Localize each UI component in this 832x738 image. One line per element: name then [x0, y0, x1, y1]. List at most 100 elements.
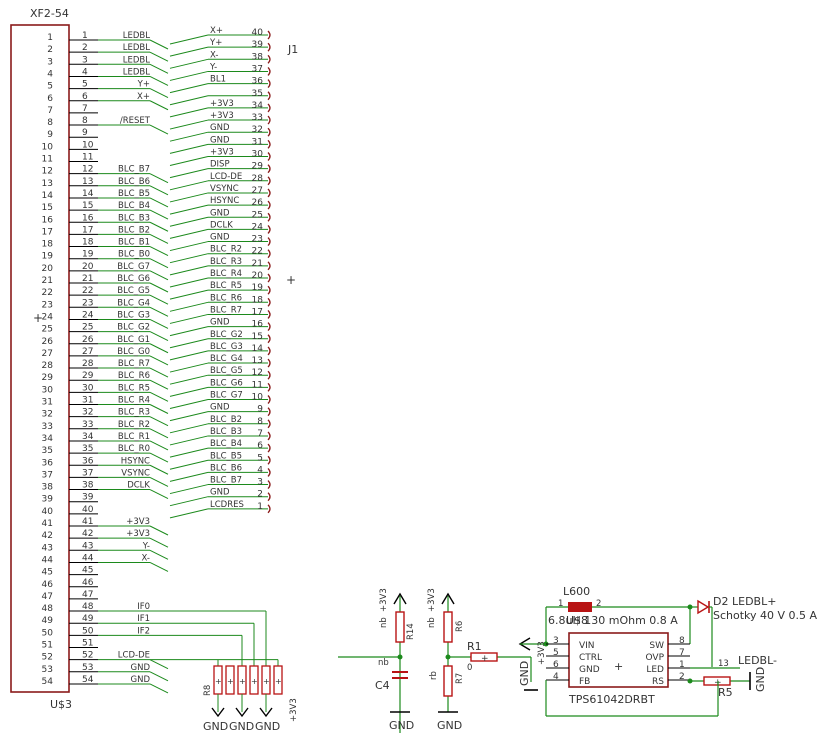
j1-pin-contact: [267, 139, 271, 149]
xf-pin-number: 5: [47, 82, 53, 92]
xf-net-label: BLC_B6: [118, 177, 150, 187]
xf-pin-index: 7: [82, 104, 88, 114]
xf-net-label: VSYNC: [121, 468, 150, 478]
xf-pin-number: 4: [47, 69, 53, 79]
xf-pin-index: 1: [82, 31, 88, 41]
j1-pin-number: 13: [252, 356, 263, 366]
xf-pin-number: 18: [42, 240, 54, 250]
j1-net-bend: [169, 338, 209, 349]
r14-value: nb: [379, 617, 389, 628]
j1-pin-number: 21: [252, 259, 263, 269]
j1-pin-number: 36: [252, 77, 264, 87]
j1-net-label: BLC_R3: [210, 257, 242, 267]
xf-pin-index: 14: [82, 189, 94, 199]
j1-net-label: BL1: [210, 75, 226, 85]
xf-net-label: BLC_R1: [118, 432, 150, 442]
inductor-body: [568, 602, 592, 612]
xf-net-bend: [149, 416, 169, 427]
xf-net-bend: [149, 683, 169, 694]
j1-net-bend: [169, 192, 209, 203]
j1-pin-number: 14: [252, 344, 264, 354]
j1-pin-contact: [267, 261, 271, 271]
xf-pin-index: 15: [82, 201, 93, 211]
xf-pin-index: 19: [82, 250, 94, 260]
j1-net-label: X+: [210, 26, 223, 36]
xf-net-bend: [149, 246, 169, 256]
j1-net-label: BLC_R4: [210, 269, 242, 279]
diode-value: Schotky 40 V 0.5 A: [713, 609, 818, 622]
j1-pin-number: 4: [257, 465, 263, 475]
xf-pin-index: 11: [82, 153, 93, 163]
xf-pin-index: 24: [82, 310, 94, 320]
xf-net-bend: [149, 173, 169, 184]
ledbl-plus-label: LEDBL+: [732, 595, 776, 608]
j1-net-bend: [169, 204, 209, 215]
j1-pin-contact: [267, 54, 271, 64]
xf-net-bend: [149, 452, 169, 463]
r14-supply-label: +3V3: [379, 588, 389, 612]
j1-pin-number: 16: [252, 320, 264, 330]
ic-left-pin-number: 3: [553, 636, 559, 646]
j1-pin-contact: [267, 66, 271, 76]
r6-ref: R6: [455, 621, 465, 632]
xf-origin-cross: +: [33, 311, 43, 325]
xf-net-label: IF2: [137, 626, 150, 636]
j1-pin-contact: [267, 42, 271, 52]
inductor-pin1: 1: [558, 599, 563, 609]
xf-net-bend: [149, 331, 169, 342]
xf-pin-index: 13: [82, 177, 93, 187]
j1-net-label: +3V3: [210, 148, 234, 158]
xf-pin-index: 34: [82, 432, 94, 442]
xf-net-label: BLC_B2: [118, 225, 150, 235]
xf-pin-index: 39: [82, 493, 94, 503]
j1-pin-contact: [267, 164, 271, 174]
j1-pin-contact: [267, 480, 271, 490]
j1-pin-number: 39: [252, 40, 264, 50]
j1-pin-number: 40: [252, 28, 264, 38]
j1-pin-contact: [267, 382, 271, 392]
j1-net-bend: [169, 83, 209, 94]
xf-net-label: BLC_G7: [117, 262, 150, 272]
xf-net-label: BLC_B0: [118, 250, 150, 260]
xf-pin-number: 23: [42, 300, 53, 310]
xf-net-bend: [149, 476, 169, 487]
j1-net-label: BLC_R7: [210, 305, 242, 315]
j1-net-label: GND: [210, 123, 230, 133]
xf-pin-number: 53: [42, 665, 53, 675]
bank-supply-label: +3V3: [289, 698, 299, 722]
j1-net-label: BLC_B6: [210, 463, 242, 473]
j1-net-bend: [169, 70, 209, 81]
xf-net-bend: [149, 659, 169, 670]
xf-pin-number: 52: [42, 653, 53, 663]
boost-converter: nb +3V3 R14 nb C4 GND nb +3V3 R6 rb R7 G…: [338, 585, 818, 733]
xf-net-label: BLC_B4: [118, 201, 150, 211]
xf-net-label: BLC_B7: [118, 165, 150, 175]
r7-gnd-label: GND: [437, 719, 462, 732]
xf-pin-index: 46: [82, 578, 94, 588]
j1-net-label: +3V3: [210, 99, 234, 109]
xf-pin-index: 4: [82, 67, 88, 77]
ic-name: TPS61042DRBT: [568, 693, 655, 706]
xf-net-label: BLC_B5: [118, 189, 150, 199]
xf-net-label: BLC_R4: [118, 396, 150, 406]
ic-left-pin-name: CTRL: [579, 653, 602, 663]
j1-net-bend: [169, 143, 209, 154]
j1-net-bend: [169, 277, 209, 288]
xf-pin-number: 8: [47, 118, 53, 128]
j1-net-label: BLC_B4: [210, 439, 242, 449]
j1-pin-number: 27: [252, 186, 263, 196]
ic-body: [568, 632, 669, 688]
j1-net-bend: [169, 350, 209, 361]
xf-net-bend: [149, 76, 169, 86]
bank-resistor-body: [273, 665, 283, 695]
j1-pin-number: 9: [257, 405, 263, 415]
j1-net-label: BLC_G5: [210, 366, 243, 376]
xf-pin-number: 50: [42, 628, 54, 638]
nb-label: nb: [378, 658, 389, 668]
j1-net-label: BLC_R2: [210, 245, 242, 255]
j1-pin-number: 29: [252, 162, 264, 172]
bank-arrow: [259, 707, 273, 718]
ic-left-pin-name: GND: [579, 665, 600, 675]
